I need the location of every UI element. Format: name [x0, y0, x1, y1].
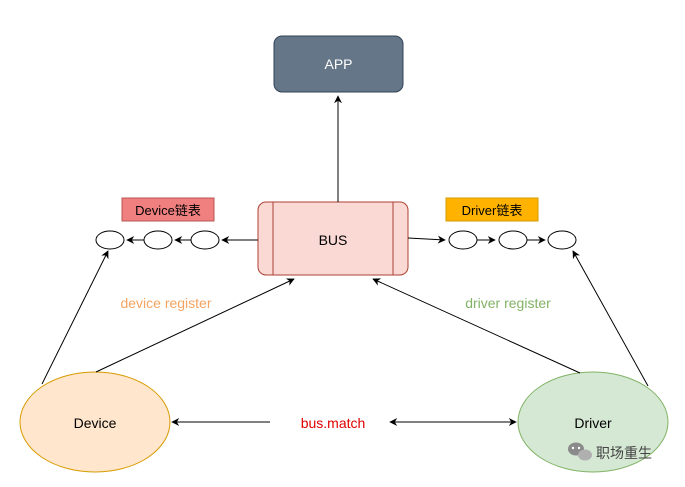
bus-label: BUS	[319, 232, 348, 248]
bus-node: BUS	[257, 201, 409, 276]
driver-list-node	[448, 230, 478, 250]
driver-linked-list	[407, 230, 577, 250]
device-list-node	[190, 230, 220, 250]
device-linked-list	[95, 230, 258, 250]
watermark: 职场重生	[568, 442, 652, 461]
driver-list-label: Driver链表	[462, 203, 523, 218]
device-list-node	[143, 230, 173, 250]
driver-to-list-arrow	[572, 250, 649, 387]
device-list-node	[95, 230, 125, 250]
driver-list-node	[498, 230, 528, 250]
app-node: APP	[273, 35, 404, 93]
bus-match-label: bus.match	[301, 415, 366, 431]
device-to-bus-arrow	[95, 278, 295, 373]
wechat-icon	[568, 442, 592, 461]
device-register-label: device register	[120, 295, 211, 311]
device-list-label: Device链表	[135, 203, 201, 218]
device-list-badge: Device链表	[121, 197, 215, 222]
driver-label: Driver	[574, 415, 612, 431]
driver-node: Driver	[517, 371, 669, 473]
driver-list-node	[547, 230, 577, 250]
driver-register-label: driver register	[465, 295, 551, 311]
app-label: APP	[324, 56, 352, 72]
driver-list-badge: Driver链表	[445, 197, 539, 222]
device-node: Device	[19, 371, 171, 473]
driver-to-bus-arrow	[372, 278, 581, 374]
watermark-text: 职场重生	[596, 445, 652, 461]
device-to-list-arrow	[41, 250, 109, 385]
device-label: Device	[74, 415, 117, 431]
